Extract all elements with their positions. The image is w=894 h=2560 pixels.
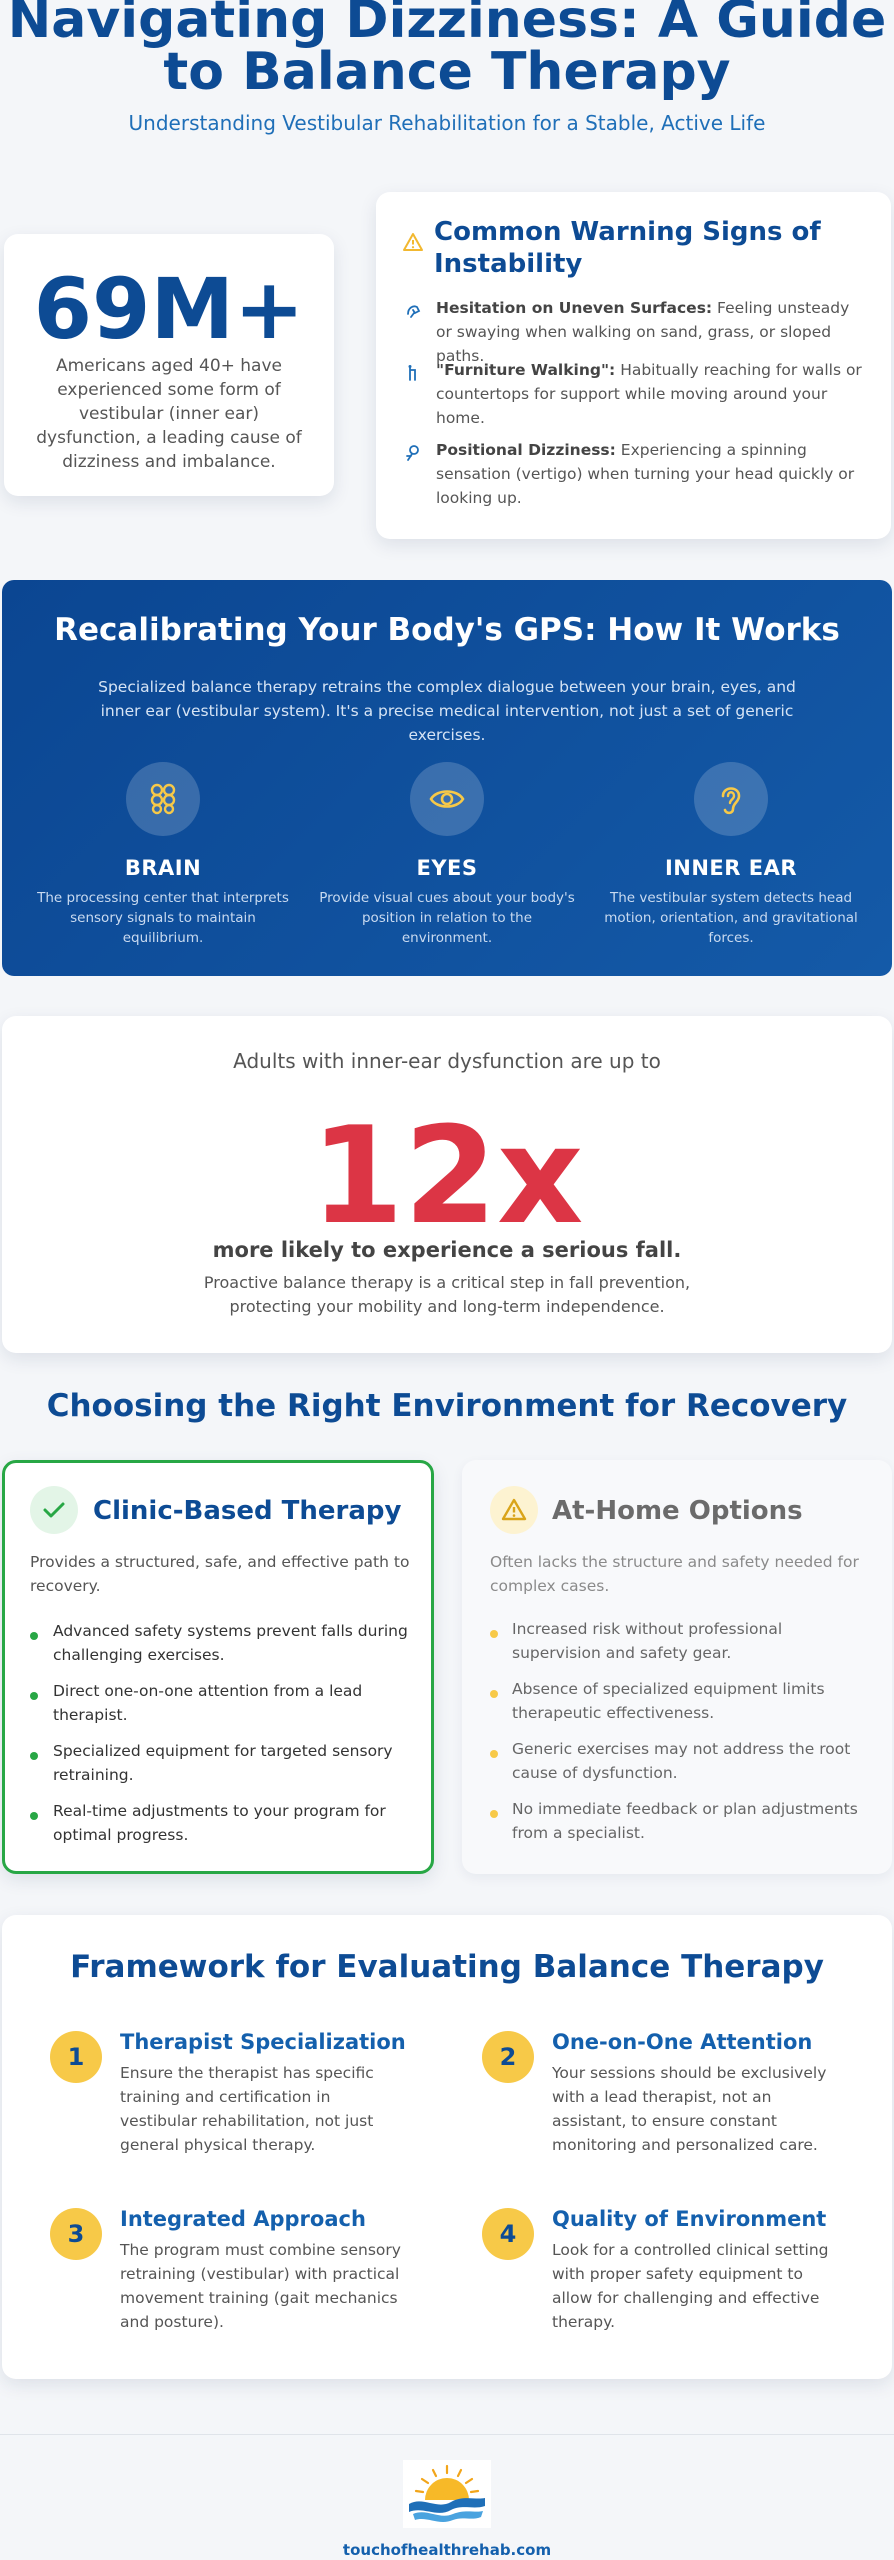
eyes-text: Provide visual cues about your body's po… <box>319 890 575 946</box>
inner-ear-title: INNER EAR <box>664 856 798 880</box>
bullet-dot <box>490 1690 498 1698</box>
clinic-therapy-card: Clinic-Based Therapy Provides a structur… <box>2 1460 434 1874</box>
clinic-item: Direct one-on-one attention from a lead … <box>53 1682 363 1724</box>
fall-risk-number: 12x <box>310 1098 584 1254</box>
head-spinning-icon <box>404 444 422 466</box>
framework-item-text: The program must combine sensory retrain… <box>120 2241 401 2331</box>
stat-card: 69M+ Americans aged 40+ have experienced… <box>4 234 334 496</box>
bullet-dot <box>490 1630 498 1638</box>
footer-website-link[interactable]: touchofhealthrehab.com <box>342 2541 552 2559</box>
at-home-options-card: At-Home Options Often lacks the structur… <box>462 1460 892 1874</box>
fall-risk-description: Proactive balance therapy is a critical … <box>203 1273 691 1316</box>
clinic-item: Specialized equipment for targeted senso… <box>53 1742 393 1784</box>
fall-risk-statement: more likely to experience a serious fall… <box>212 1238 682 1262</box>
brain-column: BRAIN The processing center that interpr… <box>28 762 298 948</box>
clinic-item: Advanced safety systems prevent falls du… <box>53 1622 408 1664</box>
stat-description: Americans aged 40+ have experienced some… <box>36 356 302 472</box>
step-number-badge: 4 <box>482 2208 534 2260</box>
bullet-dot <box>30 1812 38 1820</box>
step-number-badge: 1 <box>50 2031 102 2083</box>
eyes-column: EYES Provide visual cues about your body… <box>312 762 582 948</box>
framework-item-title: Quality of Environment <box>552 2207 827 2231</box>
environment-title: Choosing the Right Environment for Recov… <box>46 1388 848 1424</box>
inner-ear-text: The vestibular system detects head motio… <box>604 890 858 946</box>
at-home-item: Generic exercises may not address the ro… <box>512 1740 851 1782</box>
eyes-title: EYES <box>416 856 478 880</box>
at-home-item: Increased risk without professional supe… <box>512 1620 783 1662</box>
warning-item: Hesitation on Uneven Surfaces: Feeling u… <box>436 299 850 365</box>
footer-divider <box>0 2434 894 2435</box>
eye-icon <box>410 762 484 836</box>
clinic-title: Clinic-Based Therapy <box>93 1496 402 1526</box>
framework-card: Framework for Evaluating Balance Therapy… <box>2 1915 892 2379</box>
framework-item-text: Your sessions should be exclusively with… <box>552 2064 827 2154</box>
warning-item: "Furniture Walking": Habitually reaching… <box>436 361 862 427</box>
at-home-item: No immediate feedback or plan adjustment… <box>512 1800 858 1842</box>
bullet-dot <box>30 1692 38 1700</box>
hand-reaching-icon <box>404 364 422 386</box>
at-home-description: Often lacks the structure and safety nee… <box>490 1553 859 1595</box>
framework-item-text: Ensure the therapist has specific traini… <box>120 2064 374 2154</box>
how-it-works-panel: Recalibrating Your Body's GPS: How It Wo… <box>2 580 892 976</box>
at-home-title: At-Home Options <box>552 1496 803 1526</box>
step-number-badge: 3 <box>50 2208 102 2260</box>
brain-icon <box>126 762 200 836</box>
warning-item: Positional Dizziness: Experiencing a spi… <box>436 441 855 507</box>
warning-triangle-icon <box>490 1486 538 1534</box>
brain-text: The processing center that interprets se… <box>37 890 289 946</box>
warning-signs-card: Common Warning Signs of Instability Hesi… <box>376 192 891 539</box>
check-icon <box>30 1486 78 1534</box>
framework-item-text: Look for a controlled clinical setting w… <box>552 2241 829 2331</box>
brain-title: BRAIN <box>124 856 202 880</box>
ear-icon <box>694 762 768 836</box>
at-home-item: Absence of specialized equipment limits … <box>512 1680 825 1722</box>
clinic-description: Provides a structured, safe, and effecti… <box>30 1553 410 1595</box>
bullet-dot <box>30 1632 38 1640</box>
page-subtitle: Understanding Vestibular Rehabilitation … <box>128 111 766 135</box>
inner-ear-column: INNER EAR The vestibular system detects … <box>596 762 866 948</box>
clinic-item: Real-time adjustments to your program fo… <box>53 1802 386 1844</box>
how-it-works-title: Recalibrating Your Body's GPS: How It Wo… <box>54 612 840 648</box>
how-it-works-description: Specialized balance therapy retrains the… <box>98 678 796 744</box>
page-title: Navigating Dizziness: A Guide to Balance… <box>7 0 887 102</box>
sun-over-waves-logo <box>403 2460 491 2528</box>
person-walking-icon <box>404 302 422 324</box>
bullet-dot <box>490 1810 498 1818</box>
stat-number: 69M+ <box>33 260 305 358</box>
framework-item-title: Therapist Specialization <box>120 2030 406 2054</box>
framework-item-title: One-on-One Attention <box>552 2030 813 2054</box>
warning-triangle-icon <box>402 232 424 256</box>
warning-signs-title: Common Warning Signs of Instability <box>434 217 821 279</box>
framework-item-title: Integrated Approach <box>120 2207 366 2231</box>
bullet-dot <box>30 1752 38 1760</box>
fall-risk-card: Adults with inner-ear dysfunction are up… <box>2 1016 892 1353</box>
fall-risk-lead: Adults with inner-ear dysfunction are up… <box>233 1049 661 1073</box>
step-number-badge: 2 <box>482 2031 534 2083</box>
bullet-dot <box>490 1750 498 1758</box>
framework-title: Framework for Evaluating Balance Therapy <box>70 1949 824 1985</box>
